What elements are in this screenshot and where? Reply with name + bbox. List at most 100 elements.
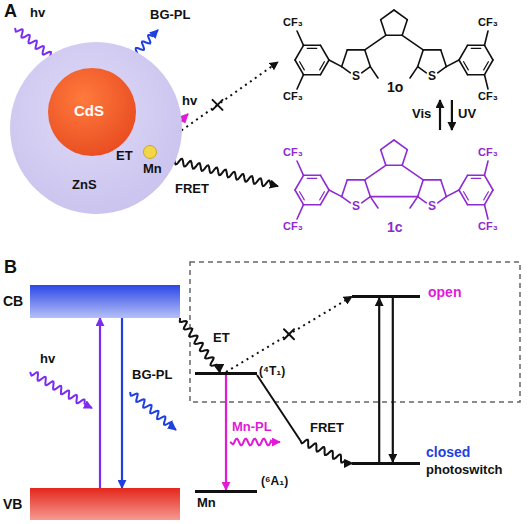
annotation: hv xyxy=(182,94,197,108)
ring-bond xyxy=(365,180,371,197)
panel-letter: A xyxy=(4,2,17,22)
annotation: S xyxy=(428,200,436,213)
transition-arrow xyxy=(439,100,441,130)
node-text: (⁶A₁) xyxy=(261,475,288,488)
ring-bond xyxy=(485,190,494,205)
ring-bond xyxy=(459,190,468,205)
cf3-bond xyxy=(485,75,489,89)
edge-label: Vis xyxy=(412,107,431,121)
ring-bond xyxy=(381,140,394,150)
node-text: 1o xyxy=(387,80,403,95)
bond xyxy=(402,165,423,180)
cf3-bond xyxy=(297,161,304,175)
transition-arrow xyxy=(225,375,227,490)
ring-bond xyxy=(365,50,371,67)
ring-bond xyxy=(386,34,402,36)
open-photoswitch xyxy=(295,10,493,89)
ring-bond xyxy=(459,45,468,60)
node-text: Mn xyxy=(197,496,216,510)
node-text: CdS xyxy=(74,103,104,120)
cf3-bond xyxy=(297,75,304,89)
double-bond xyxy=(300,192,305,200)
node-text: 1c xyxy=(387,220,403,235)
ring-bond xyxy=(386,165,402,167)
bond xyxy=(446,190,459,197)
excitation-photon xyxy=(30,372,92,408)
ring-bond xyxy=(295,175,304,190)
ring-bond xyxy=(468,44,485,46)
ring-bond xyxy=(459,60,468,75)
double-bond xyxy=(320,192,325,200)
transition-arrow xyxy=(392,298,394,462)
ring-bond xyxy=(342,50,348,67)
annotation: S xyxy=(352,70,360,83)
methyl xyxy=(410,67,418,78)
ring-bond xyxy=(347,49,365,51)
bond xyxy=(402,35,423,50)
bond xyxy=(329,190,342,197)
block-cross xyxy=(213,100,223,110)
cf3-bond xyxy=(297,31,304,45)
double-bond xyxy=(307,178,316,179)
annotation: CF₃ xyxy=(283,146,303,158)
methyl xyxy=(410,197,418,208)
annotation: CF₃ xyxy=(283,90,303,102)
ring-bond xyxy=(304,74,321,76)
ring-bond xyxy=(468,175,485,177)
bond xyxy=(446,60,459,67)
dashed-frame xyxy=(190,262,520,402)
node-text: ZnS xyxy=(72,178,97,192)
mn-excited-level: (⁴T₁) xyxy=(195,372,257,375)
annotation: CF₃ xyxy=(478,220,498,232)
annotation: CF₃ xyxy=(478,16,498,28)
annotation: BG-PL xyxy=(132,368,172,382)
ring-bond xyxy=(381,20,386,36)
ring-bond xyxy=(438,197,447,203)
ring-bond xyxy=(342,67,351,73)
double-bond xyxy=(300,62,305,70)
edge-label: UV xyxy=(458,107,476,121)
ring-bond xyxy=(342,197,351,203)
ring-bond xyxy=(468,74,485,76)
ring-bond xyxy=(485,60,494,75)
zns-shell: ZnS CdS xyxy=(10,42,182,214)
ring-bond xyxy=(321,175,330,190)
edge-label: ET xyxy=(116,149,133,163)
ring-bond xyxy=(304,175,321,177)
conduction-band: CB xyxy=(30,285,180,318)
annotation: hv xyxy=(30,6,45,20)
double-bond xyxy=(471,178,480,179)
ring-closing-bond xyxy=(370,196,417,198)
ring-bond xyxy=(485,175,494,190)
ring-bond xyxy=(347,179,365,181)
ring-bond xyxy=(441,50,447,67)
transition-arrow xyxy=(451,100,453,130)
band-gap-emission xyxy=(130,392,176,430)
ring-bond xyxy=(295,60,304,75)
annotation: S xyxy=(352,200,360,213)
mn-emission xyxy=(230,439,280,446)
panel-letter: B xyxy=(4,258,17,278)
annotation: CF₃ xyxy=(283,16,303,28)
ring-bond xyxy=(441,180,447,197)
edge-label: Mn-PL xyxy=(232,420,272,434)
cf3-bond xyxy=(485,161,489,175)
annotation: S xyxy=(428,70,436,83)
ring-bond xyxy=(304,204,321,206)
ring-bond xyxy=(381,10,394,20)
open-isomer: 1o xyxy=(278,0,525,100)
cf3-bond xyxy=(485,205,489,219)
bond xyxy=(365,165,386,180)
mn-ground-level: Mn(⁶A₁) xyxy=(195,490,257,493)
ring-bond xyxy=(459,175,468,190)
edge-label: ET xyxy=(213,331,230,345)
node-text: CB xyxy=(3,294,23,309)
cf3-bond xyxy=(485,31,489,45)
double-bond xyxy=(464,192,469,200)
edge-label: FRET xyxy=(310,421,344,435)
ring-bond xyxy=(438,67,447,73)
double-bond xyxy=(320,62,325,70)
methyl xyxy=(370,197,378,208)
ring-bond xyxy=(402,150,407,166)
node-text: photoswitch xyxy=(426,463,503,477)
